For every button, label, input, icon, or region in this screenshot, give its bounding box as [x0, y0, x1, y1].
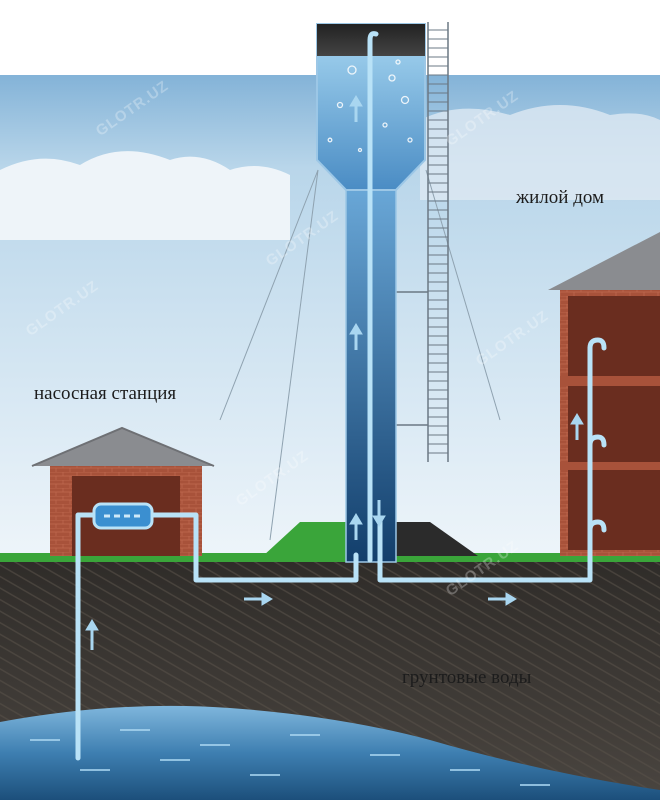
residential-house-label: жилой дом: [516, 187, 605, 208]
arrow-icon: [349, 95, 363, 122]
pump-roof: [32, 428, 214, 466]
arrow-icon: [349, 323, 363, 350]
groundwater-label: грунтовые воды: [402, 667, 532, 688]
pump-station-label: насосная станция: [34, 383, 177, 404]
clouds: [0, 151, 290, 240]
supply-pipe: [377, 345, 593, 583]
intake-pipe: [75, 512, 359, 761]
arrow-icon: [570, 413, 584, 440]
tower-ladder: [396, 22, 449, 462]
groundwater: [0, 705, 660, 800]
arrow-icon: [349, 513, 363, 540]
water-pipes: [75, 31, 607, 761]
arrow-icon: [85, 619, 99, 650]
guy-wires: [219, 169, 501, 541]
water-ripples: [30, 729, 550, 786]
tank-bubbles: [327, 59, 413, 153]
arrow-icon: [372, 500, 386, 527]
pump-icon: [92, 502, 154, 530]
arrow-icon: [244, 592, 273, 606]
riser-pipe: [367, 31, 379, 563]
tower-mound: [263, 522, 350, 556]
arrow-icon: [488, 592, 517, 606]
grass: [0, 553, 660, 562]
flow-arrows: [85, 95, 584, 650]
house-roof: [548, 232, 660, 290]
